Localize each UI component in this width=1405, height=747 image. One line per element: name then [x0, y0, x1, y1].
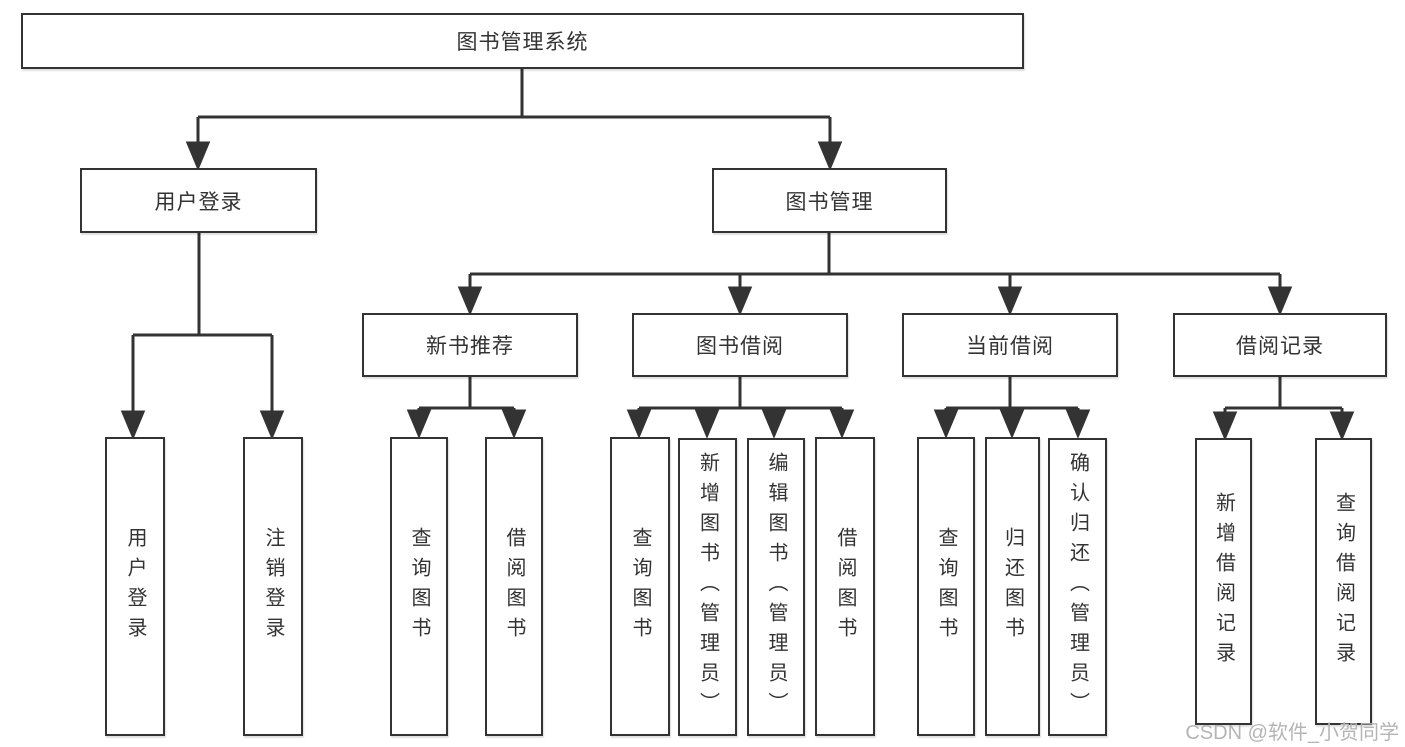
node-new-book-recommend-label: 新书推荐 [426, 335, 514, 358]
leaf-query-book-2: 查询图书 [610, 437, 670, 736]
node-user-login-label: 用户登录 [154, 190, 243, 214]
arrowhead-login-leaf-2 [259, 410, 285, 440]
leaf-query-book-2-label: 查询图书 [629, 526, 651, 647]
arrowhead-current-borrow [997, 286, 1023, 316]
leaf-borrow-book-1: 借阅图书 [485, 437, 543, 736]
node-book-borrow-label: 图书借阅 [696, 335, 784, 358]
arrowhead-book-mgmt [817, 141, 843, 171]
node-borrow-record: 借阅记录 [1173, 313, 1387, 377]
connector-borrow-record [1212, 377, 1355, 441]
leaf-add-borrow-record: 新增借阅记录 [1195, 438, 1252, 725]
leaf-return-book: 归还图书 [985, 437, 1040, 736]
leaf-edit-book-admin-label: 编辑图书（管理员） [765, 452, 787, 722]
arrowhead-user-login [185, 141, 211, 171]
arrowhead-borrow-record [1267, 286, 1293, 316]
connector-root [185, 69, 843, 171]
leaf-add-book-admin-label: 新增图书（管理员） [696, 452, 719, 722]
leaf-confirm-return-admin: 确认归还（管理员） [1048, 438, 1107, 736]
watermark: CSDN @软件_小贺同学 [1185, 722, 1399, 744]
node-user-login: 用户登录 [80, 168, 317, 233]
leaf-add-book-admin: 新增图书（管理员） [678, 438, 737, 736]
leaf-borrow-book-2-label: 借阅图书 [834, 526, 856, 647]
node-book-management-label: 图书管理 [785, 190, 874, 214]
leaf-logout: 注销登录 [243, 437, 303, 736]
arrowhead-new-book [457, 286, 483, 316]
connector-current-borrow [933, 377, 1091, 439]
leaf-borrow-book-1-label: 借阅图书 [503, 526, 525, 647]
leaf-query-book-3: 查询图书 [917, 437, 975, 736]
node-current-borrow-label: 当前借阅 [966, 335, 1054, 358]
leaf-user-login: 用户登录 [105, 437, 165, 736]
node-root-label: 图书管理系统 [456, 31, 589, 54]
leaf-logout-label: 注销登录 [262, 526, 284, 647]
leaf-return-book-label: 归还图书 [1001, 526, 1024, 647]
leaf-user-login-label: 用户登录 [124, 526, 146, 647]
node-book-borrow: 图书借阅 [632, 313, 848, 377]
leaf-add-borrow-record-label: 新增借阅记录 [1212, 491, 1235, 672]
node-book-management: 图书管理 [712, 168, 947, 233]
connector-book-borrow [626, 377, 855, 439]
leaf-query-borrow-record-label: 查询借阅记录 [1332, 491, 1355, 672]
leaf-edit-book-admin: 编辑图书（管理员） [747, 438, 805, 736]
leaf-confirm-return-admin-label: 确认归还（管理员） [1066, 452, 1089, 722]
connector-new-book [406, 377, 527, 439]
leaf-query-book-1-label: 查询图书 [408, 526, 430, 647]
node-current-borrow: 当前借阅 [902, 313, 1118, 377]
leaf-query-book-3-label: 查询图书 [935, 526, 957, 647]
arrowhead-login-leaf-1 [120, 410, 146, 440]
leaf-query-book-1: 查询图书 [390, 437, 448, 736]
node-root: 图书管理系统 [21, 13, 1024, 69]
node-new-book-recommend: 新书推荐 [362, 313, 578, 377]
arrowhead-book-borrow [727, 286, 753, 316]
connector-user-login [120, 233, 285, 440]
leaf-query-borrow-record: 查询借阅记录 [1315, 438, 1372, 725]
connector-book-mgmt [457, 233, 1293, 316]
leaf-borrow-book-2: 借阅图书 [815, 437, 875, 736]
node-borrow-record-label: 借阅记录 [1236, 335, 1324, 358]
